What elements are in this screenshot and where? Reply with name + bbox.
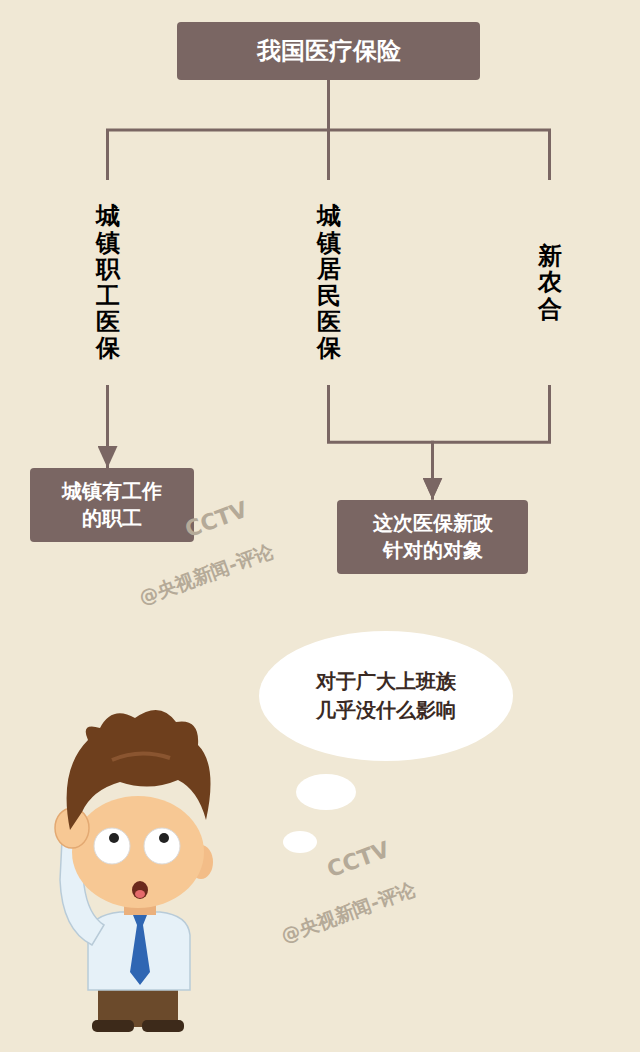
thought-bubble bbox=[283, 831, 317, 853]
thought-bubble bbox=[296, 774, 356, 810]
hair bbox=[67, 710, 211, 830]
connector bbox=[329, 80, 550, 180]
shoe bbox=[92, 1020, 134, 1032]
eye bbox=[94, 828, 130, 864]
speech-bubble: 对于广大上班族 几乎没什么影响 bbox=[258, 630, 514, 762]
node-text: 这次医保新政 针对的对象 bbox=[367, 510, 499, 564]
target-box: 这次医保新政 针对的对象 bbox=[337, 500, 528, 574]
root-box: 我国医疗保险 bbox=[177, 22, 480, 80]
node-text: 我国医疗保险 bbox=[257, 35, 401, 67]
tongue bbox=[135, 890, 145, 898]
connector bbox=[433, 385, 550, 500]
watermark: @央视新闻-评论 bbox=[136, 539, 277, 612]
bubble-outline bbox=[258, 630, 514, 762]
watermark: CCTV bbox=[324, 837, 393, 882]
hair-shine bbox=[112, 753, 170, 760]
shoe bbox=[142, 1020, 184, 1032]
node-text: 城镇职工医保 bbox=[96, 203, 120, 361]
face bbox=[72, 796, 204, 908]
category-box: 新农合 bbox=[512, 180, 587, 385]
connector bbox=[106, 385, 109, 468]
pupil bbox=[159, 833, 169, 843]
node-text: 城镇有工作 的职工 bbox=[56, 478, 168, 532]
pupil bbox=[109, 833, 119, 843]
eye bbox=[144, 828, 180, 864]
category-box: 城镇居民医保 bbox=[291, 180, 366, 385]
bubble-shape bbox=[259, 631, 513, 761]
category-box: 城镇职工医保 bbox=[70, 180, 145, 385]
connector bbox=[108, 80, 329, 180]
node-text: 新农合 bbox=[538, 243, 562, 322]
target-box: 城镇有工作 的职工 bbox=[30, 468, 194, 542]
tie bbox=[130, 915, 150, 985]
node-text: 城镇居民医保 bbox=[317, 203, 341, 361]
mouth bbox=[132, 881, 148, 899]
node-text: 对于广大上班族 几乎没什么影响 bbox=[305, 667, 467, 725]
connector bbox=[329, 385, 433, 500]
watermark: @央视新闻-评论 bbox=[278, 877, 419, 950]
